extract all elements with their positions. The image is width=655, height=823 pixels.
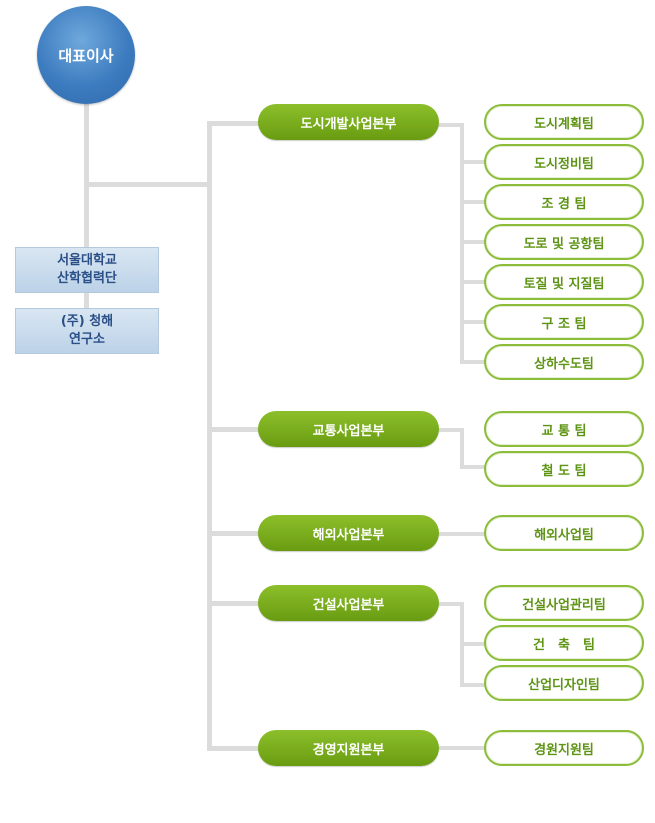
team-node: 상하수도팀 [484, 344, 644, 380]
trunk-to-division-4 [207, 601, 259, 606]
division-2-team-connector [438, 428, 464, 432]
team-label: 조 경 팀 [541, 196, 587, 212]
division-2-team-branch [460, 428, 464, 469]
team-stub [460, 280, 485, 284]
team-node: 건설사업관리팀 [484, 585, 644, 621]
division-node: 건설사업본부 [258, 585, 439, 621]
team-label: 도시정비팀 [534, 156, 594, 172]
division-node: 경영지원본부 [258, 730, 439, 766]
affiliate-line: 연구소 [69, 332, 105, 347]
team-node: 구 조 팀 [484, 304, 644, 340]
division-label: 도시개발사업본부 [300, 116, 397, 132]
team-node: 조 경 팀 [484, 184, 644, 220]
ceo-label: 대표이사 [58, 46, 114, 65]
team-label: 건 축 팀 [533, 637, 595, 653]
affiliate-box: (주) 청해 연구소 [15, 308, 159, 354]
team-stub [460, 642, 485, 646]
team-stub [460, 465, 485, 469]
team-label: 건설사업관리팀 [522, 597, 606, 613]
team-label: 토질 및 지질팀 [523, 276, 605, 292]
division-label: 경영지원본부 [312, 742, 385, 758]
team-node: 도로 및 공항팀 [484, 224, 644, 260]
team-label: 도로 및 공항팀 [523, 236, 605, 252]
team-label: 도시계획팀 [534, 116, 594, 132]
team-stub [460, 683, 485, 687]
team-node: 건 축 팀 [484, 625, 644, 661]
team-label: 산업디자인팀 [528, 677, 600, 693]
team-label: 경원지원팀 [534, 742, 594, 758]
team-node: 도시정비팀 [484, 144, 644, 180]
affiliate-line: (주) 청해 [60, 314, 114, 329]
team-stub [460, 360, 485, 364]
ceo-to-trunk-connector [84, 182, 210, 187]
team-node: 경원지원팀 [484, 730, 644, 766]
trunk-to-division-5 [207, 746, 259, 751]
team-stub [460, 320, 485, 324]
division-trunk-line [207, 121, 212, 750]
team-node: 산업디자인팀 [484, 665, 644, 701]
division-label: 해외사업본부 [312, 527, 385, 543]
team-node: 도시계획팀 [484, 104, 644, 140]
team-node: 철 도 팀 [484, 451, 644, 487]
ceo-connector-vertical [84, 104, 89, 308]
team-node: 해외사업팀 [484, 515, 644, 551]
team-label: 상하수도팀 [534, 356, 594, 372]
division-node: 도시개발사업본부 [258, 104, 439, 140]
team-label: 해외사업팀 [534, 527, 594, 543]
affiliate-line: 산학협력단 [57, 271, 117, 286]
team-label: 교 통 팀 [541, 423, 587, 439]
team-stub [460, 200, 485, 204]
division-node: 교통사업본부 [258, 411, 439, 447]
division-label: 건설사업본부 [312, 597, 385, 613]
team-node: 토질 및 지질팀 [484, 264, 644, 300]
trunk-to-division-3 [207, 531, 259, 536]
team-label: 철 도 팀 [541, 463, 587, 479]
team-node: 교 통 팀 [484, 411, 644, 447]
division-1-team-connector [438, 123, 464, 127]
trunk-to-division-2 [207, 427, 259, 432]
ceo-node: 대표이사 [37, 6, 135, 104]
division-4-team-connector [438, 602, 464, 606]
division-label: 교통사업본부 [312, 423, 385, 439]
division-5-team-connector [438, 746, 485, 750]
affiliate-line: 서울대학교 [57, 253, 117, 268]
team-stub [460, 240, 485, 244]
team-stub [460, 160, 485, 164]
division-3-team-connector [438, 532, 485, 536]
division-node: 해외사업본부 [258, 515, 439, 551]
affiliate-box: 서울대학교 산학협력단 [15, 247, 159, 293]
trunk-to-division-1 [207, 121, 259, 126]
team-label: 구 조 팀 [541, 316, 587, 332]
